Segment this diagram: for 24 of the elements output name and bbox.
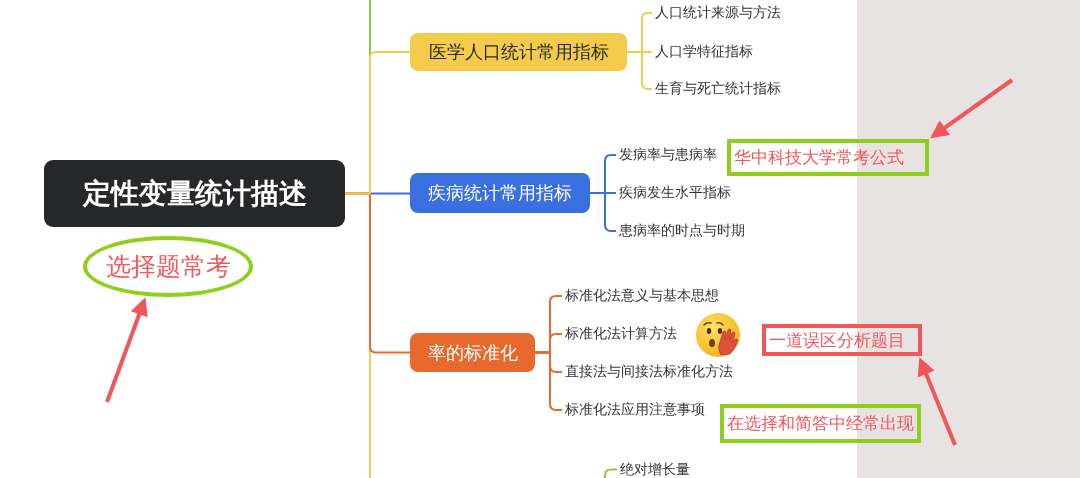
callout-box: 在选择和简答中经常出现 — [720, 404, 921, 443]
subtopic-label: 标准化法意义与基本思想 — [562, 286, 722, 306]
arrow — [105, 297, 148, 403]
subtopic-label: 标准化法计算方法 — [562, 324, 680, 344]
subtopic-label: 绝对增长量 — [617, 461, 693, 478]
topic-box: 医学人口统计常用指标 — [410, 33, 627, 71]
subtopic-label: 生育与死亡统计指标 — [652, 79, 784, 99]
subtopic-label: 直接法与间接法标准化方法 — [562, 362, 736, 382]
subtopic-label: 人口统计来源与方法 — [652, 3, 784, 23]
root-topic-box: 定性变量统计描述 — [44, 160, 345, 227]
subtopic-label: 疾病发生水平指标 — [616, 183, 734, 203]
arrow — [917, 357, 957, 446]
callout-box: 华中科技大学常考公式 — [727, 139, 929, 176]
callout-ellipse: 选择题常考 — [83, 236, 253, 297]
subtopic-label: 发病率与患病率 — [616, 145, 720, 165]
callout-box: 一道误区分析题目 — [762, 324, 922, 356]
branch-line — [604, 468, 618, 478]
subtopic-label: 人口学特征指标 — [652, 42, 756, 62]
subtopic-label: 患病率的时点与时期 — [616, 221, 748, 241]
arrow — [930, 78, 1014, 139]
topic-box: 率的标准化 — [410, 333, 535, 372]
subtopic-label: 标准化法应用注意事项 — [562, 400, 708, 420]
topic-box: 疾病统计常用指标 — [410, 173, 590, 213]
branch-line — [344, 51, 411, 195]
